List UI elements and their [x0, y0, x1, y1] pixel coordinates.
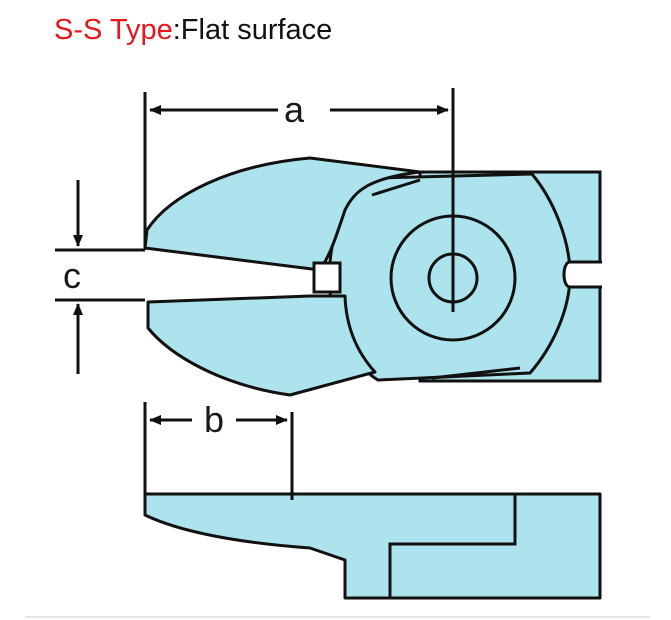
top-view: [143, 156, 602, 397]
dim-c-label: c: [63, 255, 81, 296]
dimension-b: b: [143, 399, 294, 500]
dim-b-label: b: [204, 399, 224, 440]
dim-a-label: a: [284, 89, 305, 130]
type-description: :Flat surface: [172, 14, 333, 46]
dimension-c: c: [55, 180, 145, 374]
jaw-notch: [312, 261, 342, 294]
bevel-line-upper: [371, 178, 421, 197]
side-inner-step: [388, 494, 517, 598]
lower-jaw: [146, 294, 377, 397]
diagram-title: S-S Type:Flat surface: [54, 10, 332, 50]
side-profile: [143, 492, 602, 600]
upper-jaw: [143, 156, 422, 272]
bevel-line-lower: [431, 366, 521, 380]
side-view: [143, 492, 602, 600]
type-label: S-S Type: [54, 14, 173, 46]
handle-slot: [562, 260, 602, 289]
joint-body: [328, 172, 572, 382]
dimension-a: a: [143, 88, 455, 312]
